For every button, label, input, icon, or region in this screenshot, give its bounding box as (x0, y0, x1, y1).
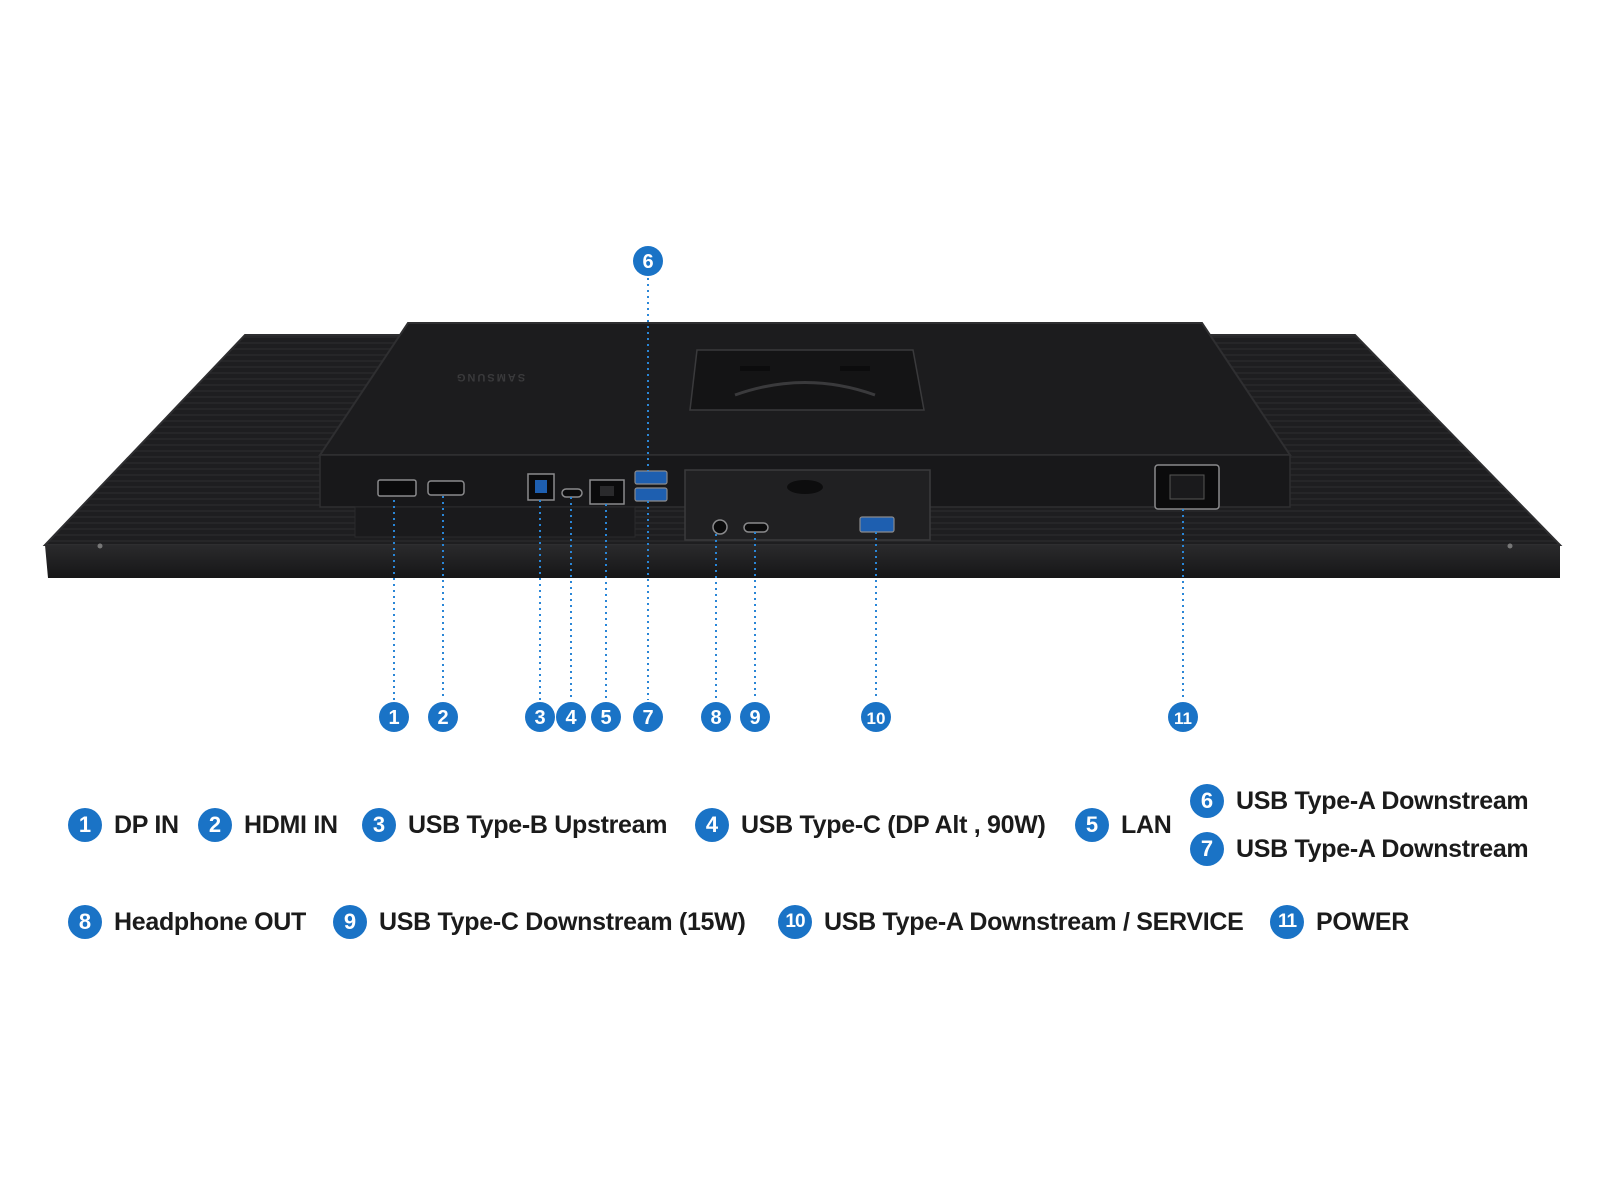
callout-badge-9: 9 (740, 702, 770, 732)
callout-number: 8 (710, 707, 721, 729)
usb-a-port-top-icon (634, 470, 668, 485)
callout-badge-11: 11 (1168, 702, 1198, 732)
callout-badge-1: 1 (379, 702, 409, 732)
callout-number: 3 (534, 707, 545, 729)
callout-number: 11 (1174, 709, 1192, 728)
ports (377, 464, 1220, 535)
callout-badge-4: 4 (556, 702, 586, 732)
callout-number: 10 (867, 709, 886, 728)
callout-badge-3: 3 (525, 702, 555, 732)
usb-a-port-bottom-icon (634, 487, 668, 502)
callout-number: 1 (388, 707, 399, 729)
brand-logo: SAMSUNG (455, 371, 525, 383)
callout-badge-2: 2 (428, 702, 458, 732)
hdmi-port-icon (427, 480, 465, 496)
dp-port-icon (377, 479, 417, 497)
callout-badge-6: 6 (633, 246, 663, 276)
callout-badge-10: 10 (861, 702, 891, 732)
callout-number: 5 (600, 707, 611, 729)
callout-number: 4 (565, 707, 577, 729)
leader-lines (393, 278, 1184, 700)
callout-badge-8: 8 (701, 702, 731, 732)
callout-badge-7: 7 (633, 702, 663, 732)
usb-c-downstream-port-icon (743, 522, 769, 533)
callout-number: 6 (642, 251, 653, 273)
callout-number: 2 (437, 707, 448, 729)
callout-number: 7 (642, 707, 653, 729)
monitor-body: SAMSUNG (42, 322, 1563, 578)
usb-c-port-icon (561, 488, 583, 498)
callout-badge-5: 5 (591, 702, 621, 732)
usb-a-service-port-icon (859, 516, 895, 533)
headphone-jack-icon (712, 519, 728, 535)
callout-number: 9 (749, 707, 760, 729)
